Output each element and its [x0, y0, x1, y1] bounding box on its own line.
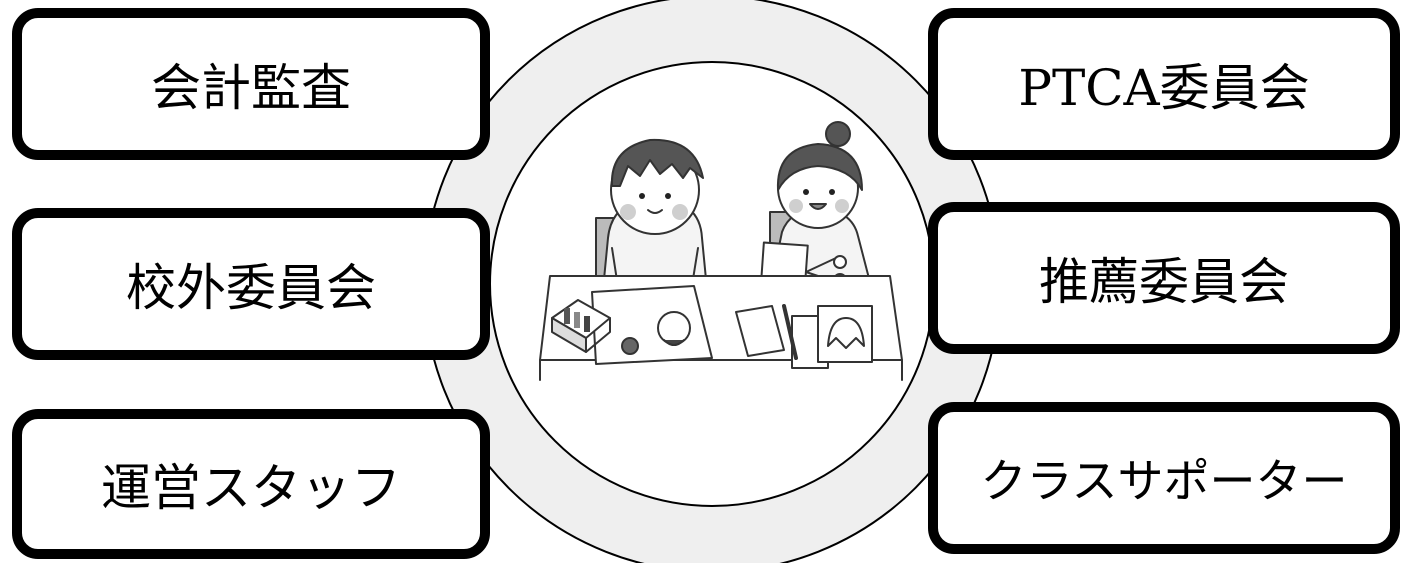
committee-box-class-supporter: クラスサポーター — [928, 402, 1400, 554]
children-crafts-illustration — [539, 121, 903, 381]
committee-label: クラスサポーター — [980, 454, 1348, 508]
committee-box-external: 校外委員会 — [12, 208, 490, 360]
committee-label: 推薦委員会 — [1039, 253, 1289, 311]
committee-box-ptca: PTCA委員会 — [928, 8, 1400, 160]
committee-box-recommendation: 推薦委員会 — [928, 202, 1400, 354]
committee-box-audit: 会計監査 — [12, 8, 490, 160]
committee-label: 会計監査 — [151, 59, 351, 117]
committee-label: PTCA委員会 — [1018, 59, 1310, 117]
committee-box-operations-staff: 運営スタッフ — [12, 409, 490, 559]
committee-label: 校外委員会 — [126, 259, 376, 317]
boy-figure — [601, 138, 709, 301]
committee-label: 運営スタッフ — [101, 459, 401, 517]
